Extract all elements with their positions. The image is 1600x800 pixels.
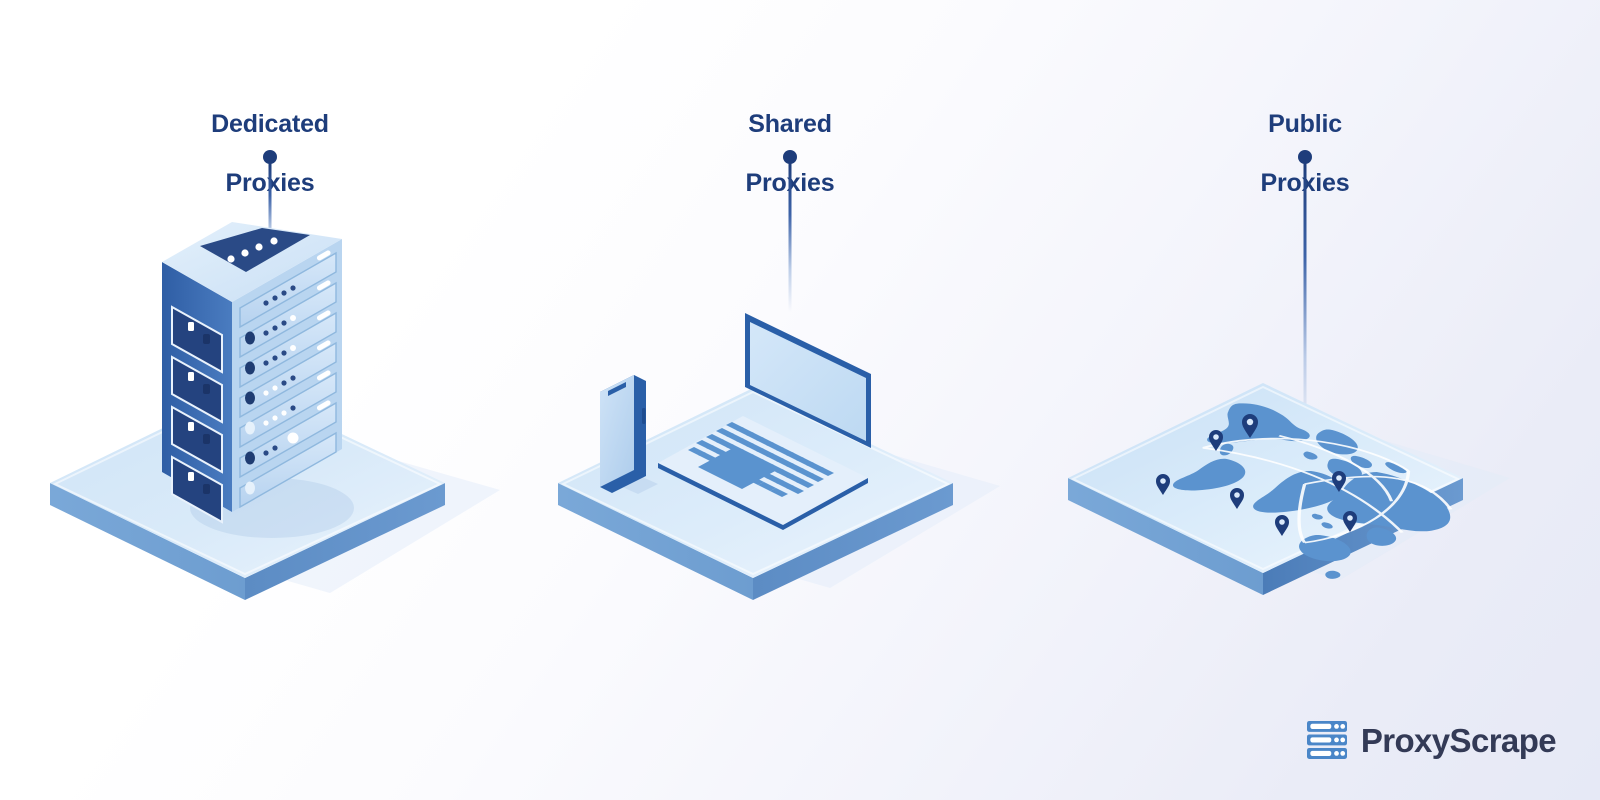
brand-logo-text: ProxyScrape bbox=[1360, 721, 1557, 759]
rack-unit bbox=[239, 340, 337, 419]
section-shared-proxies: Shared Proxies bbox=[530, 0, 1050, 800]
illustration-laptop-and-phone bbox=[558, 313, 1000, 600]
section-public-proxies: Public Proxies bbox=[1040, 0, 1570, 800]
laptop-deck-edge bbox=[783, 478, 868, 530]
rack-drive-bay bbox=[171, 305, 223, 374]
phone-notch bbox=[608, 382, 626, 396]
section-title-public-line1: Public bbox=[1268, 109, 1342, 138]
illustration-server-rack bbox=[50, 222, 500, 600]
rack-unit bbox=[239, 250, 337, 329]
section-dedicated-proxies: Dedicated Proxies bbox=[0, 0, 540, 800]
brand-logo[interactable]: ProxyScrape bbox=[1306, 720, 1557, 760]
rack-top-led bbox=[270, 237, 278, 245]
rack-top-plate bbox=[200, 228, 310, 272]
phone-side-button bbox=[642, 408, 646, 424]
rack-drive-bay bbox=[171, 405, 223, 474]
rack-drive-bay bbox=[171, 455, 223, 524]
rack-drive-bay-group bbox=[171, 305, 223, 524]
server-stack-icon bbox=[1306, 720, 1347, 759]
connection-arcs bbox=[1202, 435, 1453, 544]
laptop-keyboard bbox=[688, 422, 834, 497]
rack-unit bbox=[239, 280, 337, 359]
rack-unit bbox=[239, 310, 337, 389]
section-title-dedicated-line1: Dedicated bbox=[211, 109, 329, 138]
server-rack bbox=[162, 222, 342, 524]
world-map bbox=[1173, 403, 1453, 579]
rack-unit bbox=[239, 431, 337, 509]
smartphone bbox=[600, 375, 646, 493]
rack-top-led bbox=[227, 255, 235, 263]
rack-unit bbox=[239, 400, 337, 479]
map-pin-group bbox=[1156, 414, 1357, 536]
rack-top-led bbox=[241, 249, 249, 257]
map-pin bbox=[1343, 511, 1357, 532]
phone-screen bbox=[600, 375, 634, 487]
rack-unit bbox=[239, 370, 337, 449]
map-pin bbox=[1230, 488, 1244, 509]
rack-unit-group bbox=[239, 250, 337, 509]
continents bbox=[1173, 403, 1451, 579]
laptop bbox=[658, 313, 871, 530]
map-pin bbox=[1242, 414, 1258, 438]
laptop-deck-edge bbox=[658, 463, 783, 530]
map-pin bbox=[1275, 515, 1289, 536]
laptop-screen bbox=[750, 322, 866, 441]
rack-top-led bbox=[255, 243, 263, 251]
illustration-world-map bbox=[1068, 383, 1510, 595]
rack-drive-bay bbox=[171, 355, 223, 424]
map-pin bbox=[1156, 474, 1170, 495]
map-pin bbox=[1209, 430, 1223, 451]
map-pin bbox=[1332, 471, 1346, 492]
section-title-shared-line1: Shared bbox=[748, 109, 832, 138]
